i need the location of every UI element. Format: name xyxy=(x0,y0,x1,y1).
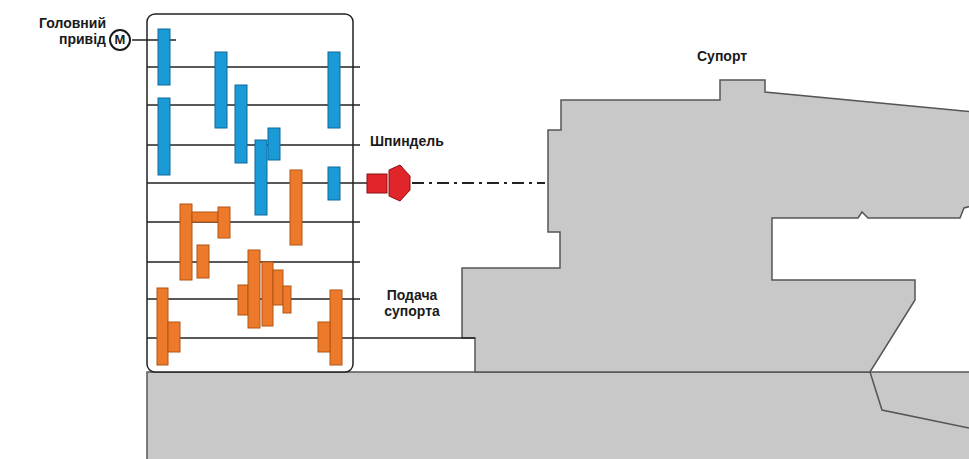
feed-gear xyxy=(157,170,342,365)
spindle-chuck-part xyxy=(389,165,410,201)
spindle-chuck-part xyxy=(367,174,387,193)
feed-gear-part xyxy=(168,322,180,352)
spindle-gear-part xyxy=(268,128,280,160)
feed-gear-part xyxy=(180,204,192,280)
spindle-chuck xyxy=(367,165,410,201)
motor-circle: M xyxy=(109,29,131,51)
shaft-part xyxy=(147,221,360,223)
spindle-gear-part xyxy=(328,167,340,200)
spindle-label: Шпиндель xyxy=(370,133,460,149)
feed-gear-part xyxy=(330,290,342,365)
spindle-gear-part xyxy=(255,140,267,215)
drive-label: Головний привід xyxy=(30,15,106,47)
feed-gear-part xyxy=(290,170,302,245)
carriage-label: Супорт xyxy=(697,48,767,64)
feed-label: Подача супорта xyxy=(372,287,452,319)
feed-gear-part xyxy=(218,207,230,238)
feed-gear-part xyxy=(273,270,283,305)
shaft xyxy=(132,40,475,338)
lathe-bed-part xyxy=(870,372,969,428)
spindle-gear-part xyxy=(158,29,170,85)
feed-gear-part xyxy=(157,288,168,365)
spindle-gear xyxy=(158,29,340,215)
motor-symbol: M xyxy=(115,33,126,47)
spindle-gear-part xyxy=(328,52,340,128)
feed-gear-part xyxy=(197,245,209,278)
carriage-body-part xyxy=(462,80,969,372)
spindle-gear-part xyxy=(215,52,227,128)
feed-gear-part xyxy=(283,286,291,313)
feed-gear-part xyxy=(248,250,260,328)
feed-gear-part xyxy=(262,262,273,326)
lathe-bed xyxy=(147,372,969,459)
shaft-part xyxy=(147,144,360,146)
feed-gear-part xyxy=(238,285,248,315)
carriage-body xyxy=(462,80,969,372)
spindle-gear-part xyxy=(158,98,170,175)
feed-gear-part xyxy=(192,212,218,222)
feed-gear-part xyxy=(318,322,330,352)
spindle-gear-part xyxy=(235,85,247,163)
spindle-axis xyxy=(412,182,545,184)
lathe-bed-part xyxy=(147,372,969,459)
shaft-part xyxy=(147,337,475,339)
